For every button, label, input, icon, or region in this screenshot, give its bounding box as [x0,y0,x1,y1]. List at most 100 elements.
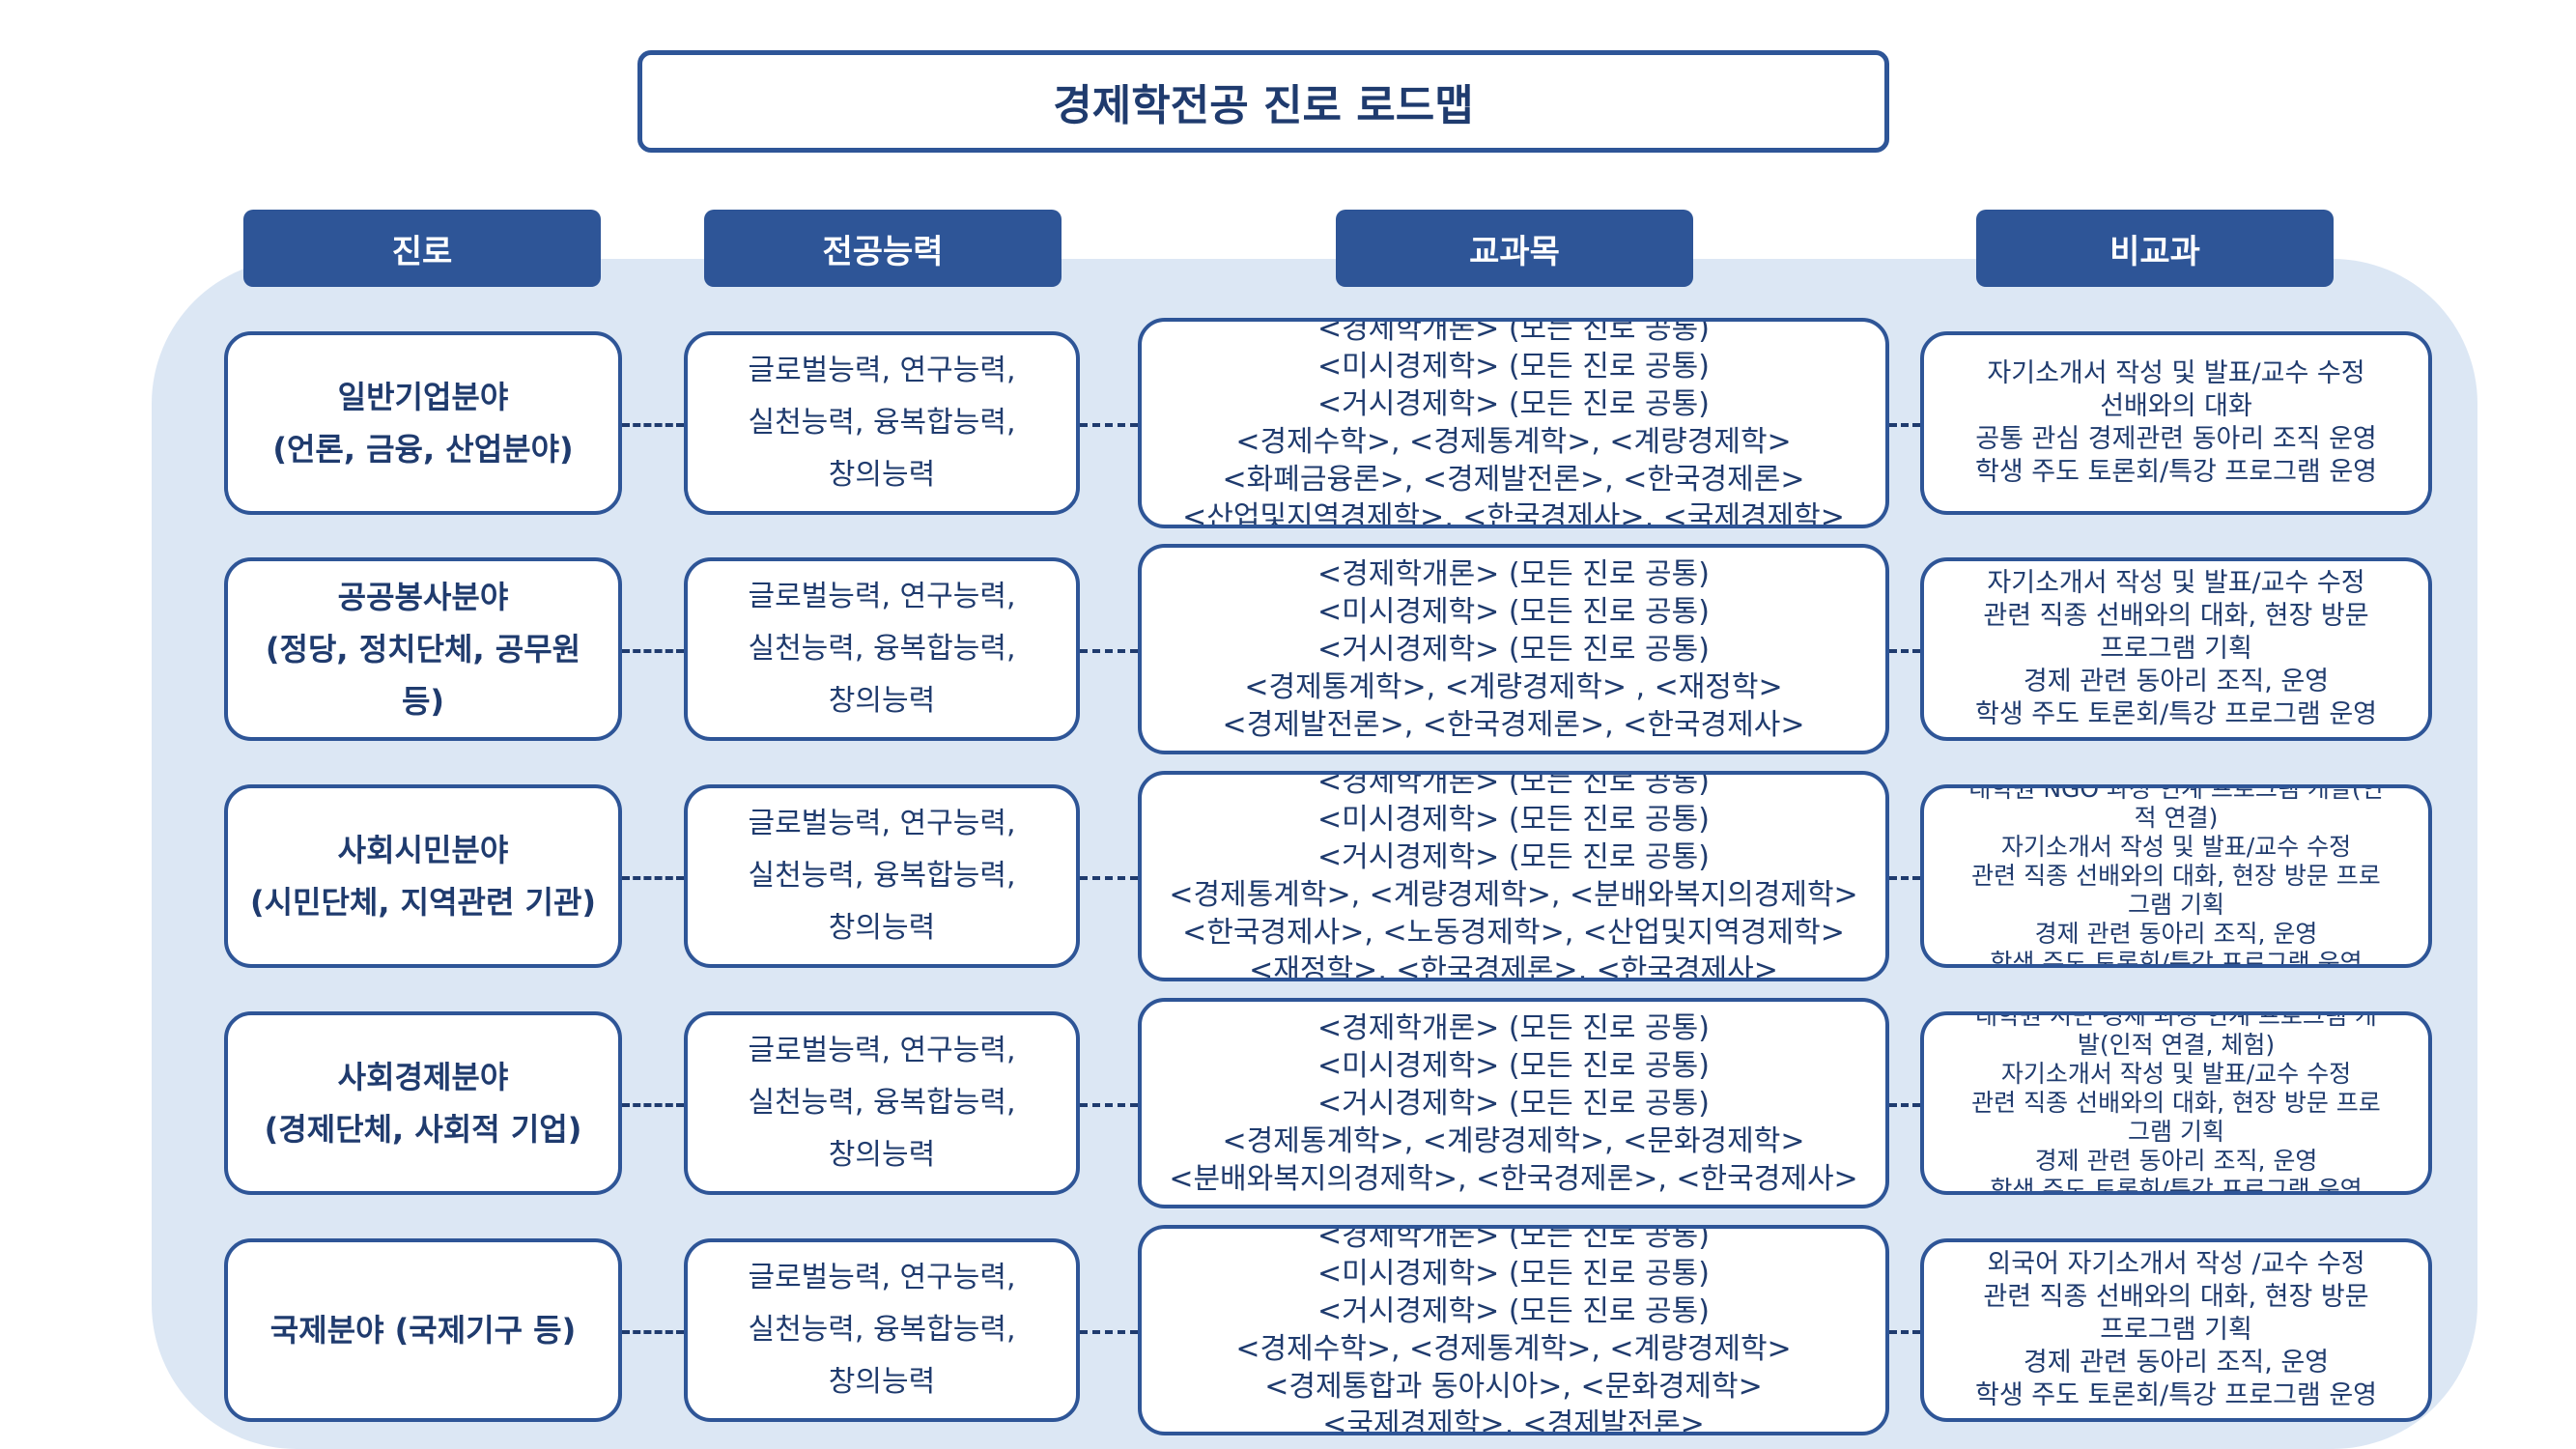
header-courses: 교과목 [1336,210,1693,287]
courses-box: <경제학개론> (모든 진로 공통)<미시경제학> (모든 진로 공통)<거시경… [1138,998,1889,1208]
skills-box-line: 실천능력, 융복합능력, [748,1086,1016,1120]
skills-box-line: 창의능력 [828,911,936,945]
courses-box-line: <거시경제학> (모든 진로 공통) [1317,1086,1710,1121]
connector-line [1080,649,1138,653]
header-extracurricular: 비교과 [1976,210,2334,287]
courses-box-line: <경제학개론> (모든 진로 공통) [1317,1010,1710,1045]
extracurricular-box-line: 프로그램 기획 [2100,1315,2252,1345]
extracurricular-box-line: 프로그램 기획 [2100,634,2252,664]
header-skills: 전공능력 [704,210,1062,287]
skills-box-line: 창의능력 [828,1138,936,1172]
career-box: 사회경제분야 (경제단체, 사회적 기업) [224,1011,622,1195]
courses-box: <경제학개론> (모든 진로 공통)<미시경제학> (모든 진로 공통)<거시경… [1138,771,1889,981]
courses-box-line: <거시경제학> (모든 진로 공통) [1317,1294,1710,1328]
career-box-line: (언론, 금융, 산업분야) [272,431,574,468]
connector-line [1080,1330,1138,1334]
skills-box-line: 글로벌능력, 연구능력, [748,1261,1016,1294]
connector-line [1080,423,1138,427]
extracurricular-box-line: 경제 관련 동아리 조직, 운영 [2034,1147,2318,1175]
skills-box: 글로벌능력, 연구능력, 실천능력, 융복합능력, 창의능력 [684,1238,1080,1422]
courses-box-line: <미시경제학> (모든 진로 공통) [1317,1048,1710,1083]
courses-box-line: <미시경제학> (모든 진로 공통) [1317,803,1710,837]
courses-box-line: <경제수학>, <경제통계학>, <계량경제학> [1235,425,1792,459]
header-career: 진로 [243,210,601,287]
courses-box-line: <경제학개론> (모든 진로 공통) [1317,1225,1710,1253]
extracurricular-box-line: 관련 직종 선배와의 대화, 현장 방문 [1983,601,2369,631]
skills-box-line: 글로벌능력, 연구능력, [748,807,1016,840]
extracurricular-box-line: 자기소개서 작성 및 발표/교수 수정 [1987,358,2365,388]
courses-box-line: <미시경제학> (모든 진로 공통) [1317,594,1710,629]
extracurricular-box-line: 그램 기획 [2128,891,2224,919]
extracurricular-box-line: 관련 직종 선배와의 대화, 현장 방문 프로 [1971,862,2381,890]
courses-box-line: <거시경제학> (모든 진로 공통) [1317,387,1710,421]
extracurricular-box-line: 대학원 시민 경제 과정 연계 프로그램 개 [1975,1011,2377,1030]
courses-box-line: <경제학개론> (모든 진로 공통) [1317,318,1710,346]
extracurricular-box-line: 공통 관심 경제관련 동아리 조직 운영 [1975,424,2377,454]
connector-line [1889,876,1920,880]
courses-box-line: <한국경제사>, <노동경제학>, <산업및지역경제학> [1182,916,1845,950]
connector-line [622,423,684,427]
skills-box: 글로벌능력, 연구능력, 실천능력, 융복합능력, 창의능력 [684,1011,1080,1195]
extracurricular-box-line: 학생 주도 토론회/특강 프로그램 운영 [1974,457,2378,487]
courses-box-line: <분배와복지의경제학>, <한국경제론>, <한국경제사> [1169,1161,1858,1196]
connector-line [1889,649,1920,653]
career-box: 국제분야 (국제기구 등) [224,1238,622,1422]
career-box-line: 국제분야 (국제기구 등) [269,1312,577,1349]
skills-box-line: 실천능력, 융복합능력, [748,406,1016,440]
connector-line [1889,423,1920,427]
courses-box-line: <경제통계학>, <계량경제학>, <분배와복지의경제학> [1169,878,1858,912]
extracurricular-box-line: 대학원 NGO 과정 연계 프로그램 개발(인 [1968,784,2384,803]
extracurricular-box-line: 자기소개서 작성 및 발표/교수 수정 [2000,1060,2352,1088]
skills-box-line: 창의능력 [828,684,936,718]
courses-box-line: <거시경제학> (모든 진로 공통) [1317,632,1710,667]
career-box-line: 등) [401,683,445,720]
career-box-line: 공공봉사분야 [337,579,509,615]
extracurricular-box-line: 학생 주도 토론회/특강 프로그램 운영 [1990,1176,2363,1195]
extracurricular-box-line: 경제 관련 동아리 조직, 운영 [2023,667,2330,696]
career-box-line: 일반기업분야 [337,379,509,415]
skills-box: 글로벌능력, 연구능력,실천능력, 융복합능력,창의능력 [684,331,1080,515]
career-box-line: 사회경제분야 [337,1059,509,1095]
courses-box-line: <경제통합과 동아시아>, <문화경제학> [1264,1370,1763,1404]
skills-box-line: 창의능력 [828,1365,936,1399]
career-box-line: 사회시민분야 [337,832,509,868]
courses-box-line: <경제통계학>, <계량경제학>, <문화경제학> [1222,1123,1805,1158]
extracurricular-box-line: 학생 주도 토론회/특강 프로그램 운영 [1974,1380,2378,1410]
courses-box-line: <경제수학>, <경제통계학>, <계량경제학> [1235,1332,1792,1366]
courses-box-line: <경제학개론> (모든 진로 공통) [1317,556,1710,591]
connector-line [622,1330,684,1334]
courses-box: <경제학개론> (모든 진로 공통) <미시경제학> (모든 진로 공통)<거시경… [1138,1225,1889,1435]
extracurricular-box-line: 학생 주도 토론회/특강 프로그램 운영 [1990,949,2363,968]
courses-box-line: <경제학개론> (모든 진로 공통) [1317,771,1710,799]
page-title: 경제학전공 진로 로드맵 [637,50,1889,153]
connector-line [1889,1330,1920,1334]
extracurricular-box-line: 관련 직종 선배와의 대화, 현장 방문 [1983,1282,2369,1312]
career-box-line: (경제단체, 사회적 기업) [264,1111,582,1148]
courses-box-line: <미시경제학> (모든 진로 공통) [1317,1257,1710,1291]
skills-box: 글로벌능력, 연구능력, 실천능력, 융복합능력, 창의능력 [684,557,1080,741]
courses-box-line: <미시경제학> (모든 진로 공통) [1317,350,1710,384]
courses-box: <경제학개론> (모든 진로 공통) <미시경제학> (모든 진로 공통)<거시경… [1138,318,1889,528]
courses-box: <경제학개론> (모든 진로 공통)<미시경제학> (모든 진로 공통)<거시경… [1138,544,1889,754]
skills-box-line: 실천능력, 융복합능력, [748,859,1016,893]
extracurricular-box-line: 경제 관련 동아리 조직, 운영 [2034,920,2318,948]
extracurricular-box-line: 경제 관련 동아리 조직, 운영 [2023,1348,2330,1378]
extracurricular-box-line: 선배와의 대화 [2100,391,2252,421]
skills-box-line: 글로벌능력, 연구능력, [748,1034,1016,1067]
connector-line [1080,876,1138,880]
skills-box-line: 실천능력, 융복합능력, [748,1313,1016,1347]
courses-box-line: <산업및지역경제학>, <한국경제사>, <국제경제학> [1182,500,1845,528]
skills-box-line: 글로벌능력, 연구능력, [748,580,1016,613]
connector-line [622,649,684,653]
skills-box-line: 실천능력, 융복합능력, [748,632,1016,666]
connector-line [622,1103,684,1107]
extracurricular-box-line: 외국어 자기소개서 작성 /교수 수정 [1987,1249,2365,1279]
connector-line [1889,1103,1920,1107]
courses-box-line: <경제발전론>, <한국경제론>, <한국경제사> [1222,707,1805,742]
connector-line [1080,1103,1138,1107]
skills-box: 글로벌능력, 연구능력, 실천능력, 융복합능력, 창의능력 [684,784,1080,968]
courses-box-line: <화폐금융론>, <경제발전론>, <한국경제론> [1222,463,1805,497]
